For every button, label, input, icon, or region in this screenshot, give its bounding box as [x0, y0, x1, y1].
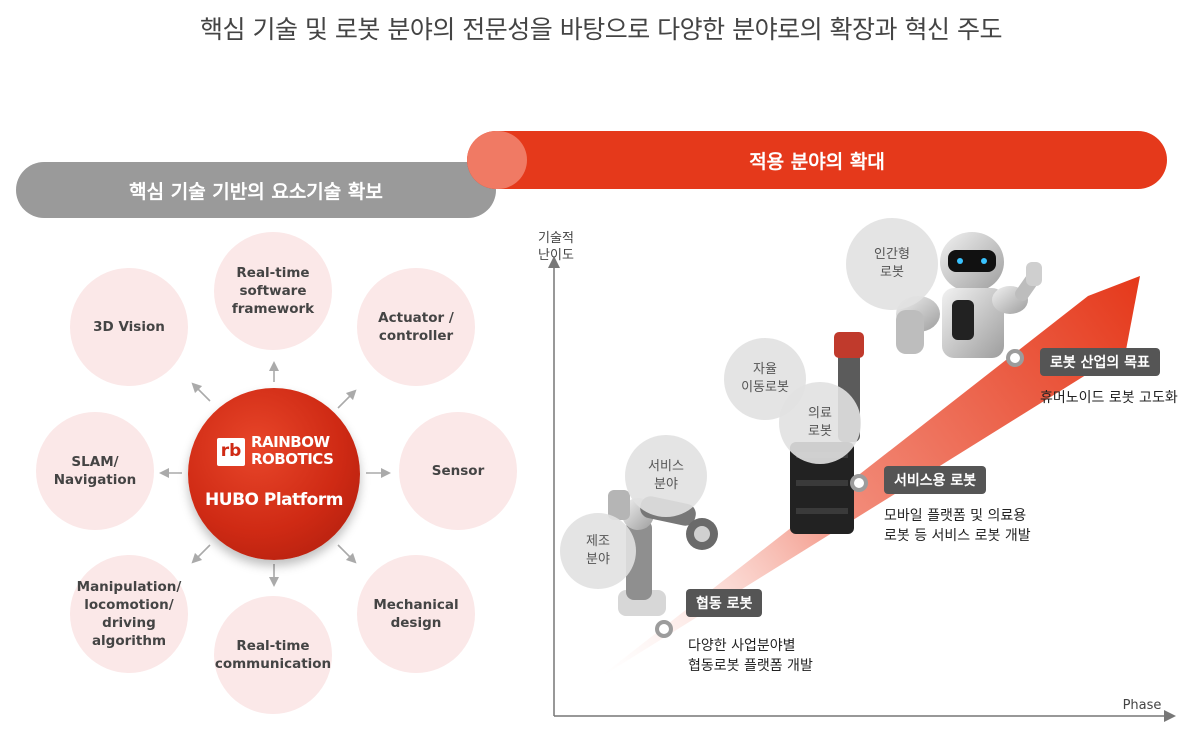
application-expansion-heading: 적용 분야의 확대: [467, 131, 1167, 189]
humanoid-robot-illustration: [896, 232, 1042, 358]
tech-realtime-software-framework: Real-time software framework: [214, 232, 332, 350]
stage-desc-line: 모바일 플랫폼 및 의료용: [884, 508, 1027, 524]
stage-desc-line: 로봇 등 서비스 로봇 개발: [884, 528, 1031, 544]
tech-actuator-controller: Actuator / controller: [357, 268, 475, 386]
brand-line-1: RAINBOW: [251, 433, 330, 451]
core-tech-heading-label: 핵심 기술 기반의 요소기술 확보: [129, 180, 383, 203]
stage-dot-service: [850, 474, 868, 492]
x-axis-label: Phase: [1122, 698, 1162, 713]
core-tech-heading: 핵심 기술 기반의 요소기술 확보: [16, 162, 496, 218]
field-manufacturing: 제조 분야: [560, 513, 636, 589]
brand-line-2: ROBOTICS: [251, 450, 334, 468]
stage-desc-line: 협동로봇 플랫폼 개발: [688, 658, 813, 674]
arrow-up-left: [191, 382, 211, 402]
growth-wedge: [596, 276, 1140, 680]
rainbow-robotics-wordmark: RAINBOW ROBOTICS: [251, 433, 334, 468]
heading-bubble-decoration: [467, 131, 527, 189]
hubo-platform-label: HUBO Platform: [205, 490, 343, 510]
rainbow-robotics-logo-mark: rb: [217, 438, 245, 466]
page-title: 핵심 기술 및 로봇 분야의 전문성을 바탕으로 다양한 분야로의 확장과 혁신…: [200, 15, 1002, 44]
tech-3d-vision: 3D Vision: [70, 268, 188, 386]
stage-tag-service: 서비스용 로봇: [884, 466, 987, 494]
stage-desc-collaborative: 다양한 사업분야별 협동로봇 플랫폼 개발: [688, 636, 813, 676]
stage-desc-line: 다양한 사업분야별: [688, 638, 796, 654]
field-humanoid-robot: 인간형 로봇: [846, 218, 938, 310]
application-expansion-heading-label: 적용 분야의 확대: [749, 150, 885, 173]
y-axis-label: 기술적 난이도: [538, 231, 574, 263]
field-medical-robot: 의료 로봇: [779, 382, 861, 464]
stage-dot-goal: [1006, 349, 1024, 367]
stage-dot-collaborative: [655, 620, 673, 638]
arrow-down-right: [337, 544, 357, 564]
hubo-platform-hub: rb RAINBOW ROBOTICS HUBO Platform: [188, 388, 360, 560]
stage-tag-goal: 로봇 산업의 목표: [1040, 348, 1160, 376]
tech-realtime-communication: Real-time communication: [214, 596, 332, 714]
tech-manipulation-algorithm: Manipulation/ locomotion/ driving algori…: [70, 555, 188, 673]
stage-desc-goal: 휴머노이드 로봇 고도화: [1040, 388, 1178, 408]
stage-desc-service: 모바일 플랫폼 및 의료용 로봇 등 서비스 로봇 개발: [884, 506, 1031, 546]
tech-sensor: Sensor: [399, 412, 517, 530]
tech-slam-navigation: SLAM/ Navigation: [36, 412, 154, 530]
tech-mechanical-design: Mechanical design: [357, 555, 475, 673]
arrow-up-right: [337, 389, 357, 409]
hub-arrows: [159, 361, 391, 587]
stage-desc-line: 휴머노이드 로봇 고도화: [1040, 390, 1178, 406]
arrow-down-left: [191, 544, 211, 564]
field-service: 서비스 분야: [625, 435, 707, 517]
stage-tag-collaborative: 협동 로봇: [686, 589, 763, 617]
